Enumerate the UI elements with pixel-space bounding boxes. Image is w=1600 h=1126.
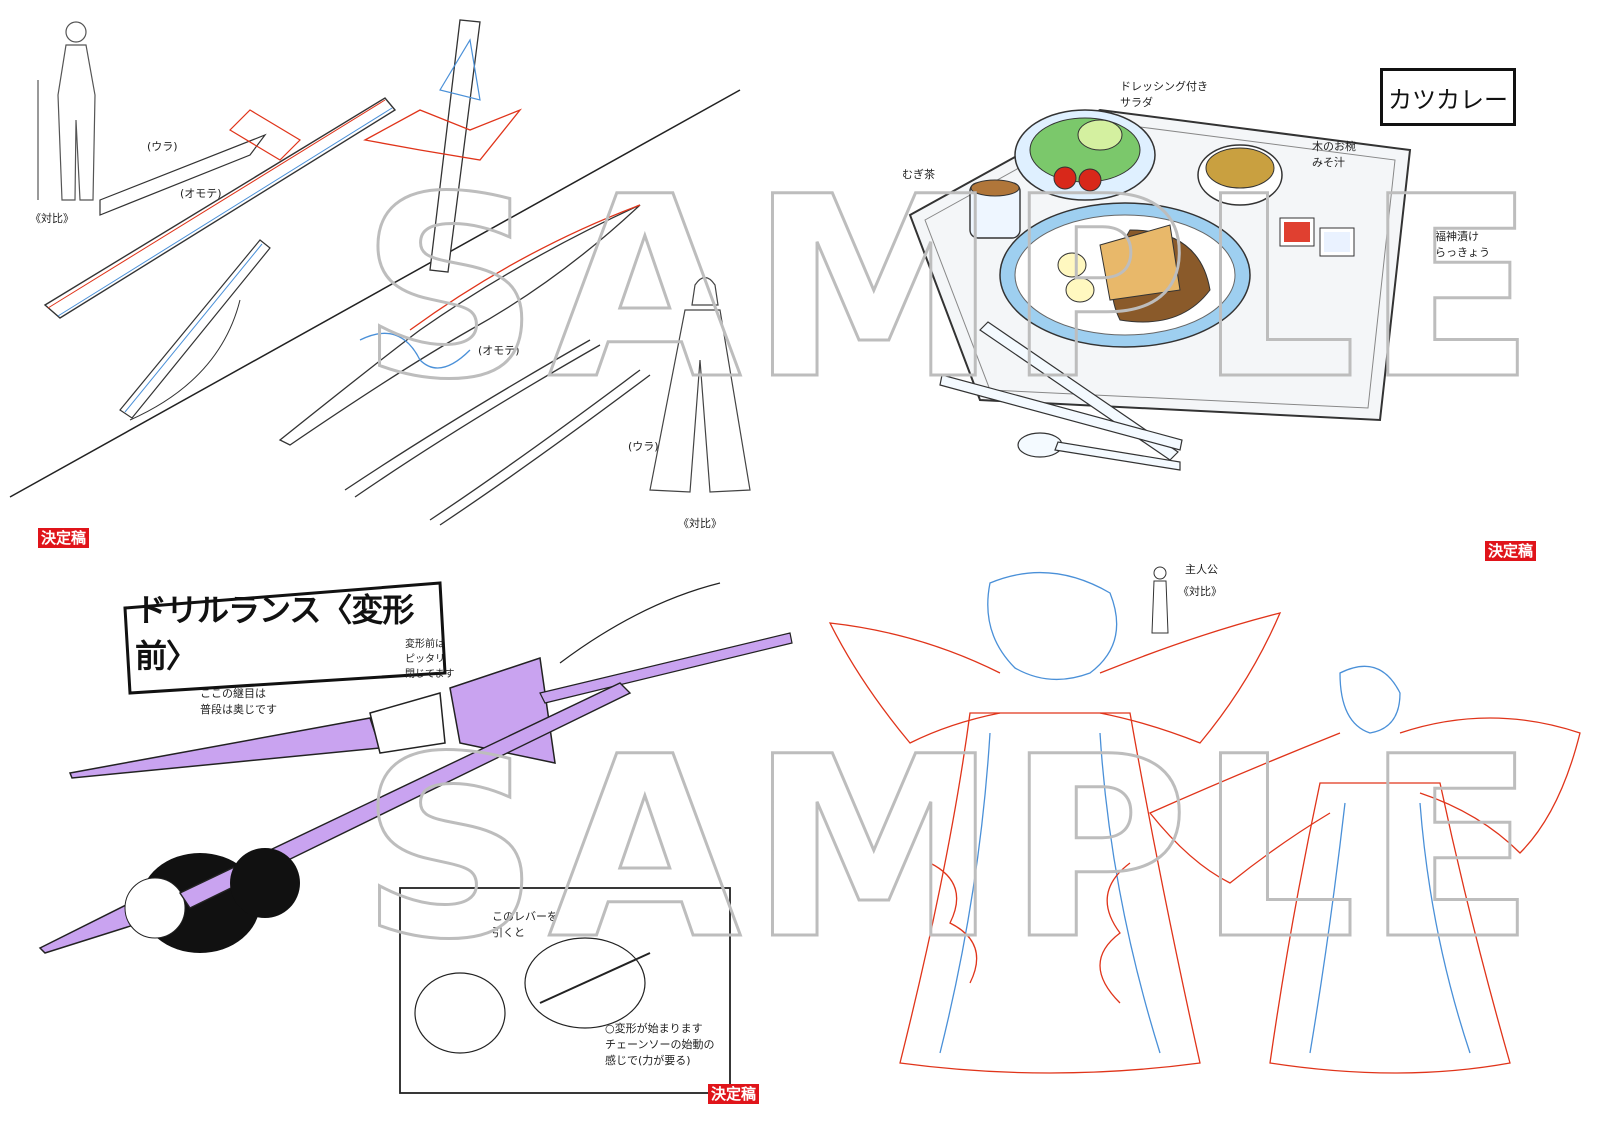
panel-katsu-curry: カツカレー ドレッシング付き サラダ むぎ茶 木のお椀 みそ汁 福神漬け らっき… — [800, 0, 1600, 563]
cutlery — [939, 321, 1183, 471]
miso-bowl — [1197, 144, 1283, 206]
note-salad: ドレッシング付き サラダ — [1120, 80, 1208, 109]
monster-sketch — [828, 566, 1581, 1074]
salad-bowl — [1014, 109, 1156, 201]
note-lever: このレバーを 引くと — [492, 910, 558, 939]
figure-silhouette — [37, 21, 96, 201]
note-tea: むぎ茶 — [902, 168, 935, 181]
small-sword — [119, 239, 271, 421]
ornate-spear — [363, 19, 523, 273]
note-front: (オモテ) — [180, 187, 222, 200]
compare-label: 《対比》 — [30, 212, 74, 225]
curry-tray-sketch — [908, 108, 1412, 471]
note-before: 変形前は ピッタリ 閉じてます — [405, 639, 455, 680]
final-stamp: 決定稿 — [38, 528, 90, 548]
final-stamp: 決定稿 — [708, 1084, 760, 1104]
panel-drill-lance: ドリルランス〈変形前〉 ここの継目は 普段は奥じです 変形前は ピッタリ 閉じて… — [0, 563, 800, 1126]
note-back: (ウラ) — [147, 140, 178, 153]
note-seam: ここの継目は 普段は奥じです — [200, 687, 277, 716]
compare-label-2: 《対比》 — [678, 517, 722, 530]
hero-silhouette — [1151, 566, 1169, 634]
tea-cup — [969, 179, 1021, 239]
note-pickles: 福神漬け らっきょう — [1435, 230, 1490, 259]
panel-sword-designs: (ウラ) (オモテ) (オモテ) (ウラ) 《対比》 《対比》 決定稿 — [0, 0, 800, 563]
note-bowl: 木のお椀 みそ汁 — [1312, 140, 1356, 169]
caped-figure — [649, 276, 751, 493]
detail-box — [399, 887, 731, 1094]
curry-plate — [999, 202, 1251, 348]
panel-fire-monsters: 主人公 《対比》 — [800, 563, 1600, 1126]
pickle-dishes — [1279, 217, 1355, 257]
note-front-2: (オモテ) — [478, 344, 520, 357]
lance-lower — [38, 682, 632, 954]
note-transform: ○変形が始まります チェーンソーの始動の 感じで(力が要る) — [605, 1022, 715, 1067]
wavy-swords — [278, 204, 651, 526]
divider-diagonal — [9, 89, 741, 498]
monster-left — [828, 571, 1282, 1074]
big-sword — [43, 97, 397, 319]
note-compare: 《対比》 — [1178, 585, 1222, 598]
final-stamp: 決定稿 — [1485, 541, 1537, 561]
curry-title: カツカレー — [1380, 68, 1516, 126]
drill-title: ドリルランス〈変形前〉 — [135, 591, 414, 675]
sword-sketch — [9, 19, 751, 526]
title-frame — [123, 581, 447, 695]
note-hero: 主人公 — [1185, 563, 1218, 576]
note-back-2: (ウラ) — [628, 440, 659, 453]
drill-lance-sketch — [38, 581, 793, 1094]
monster-right — [1148, 665, 1581, 1074]
